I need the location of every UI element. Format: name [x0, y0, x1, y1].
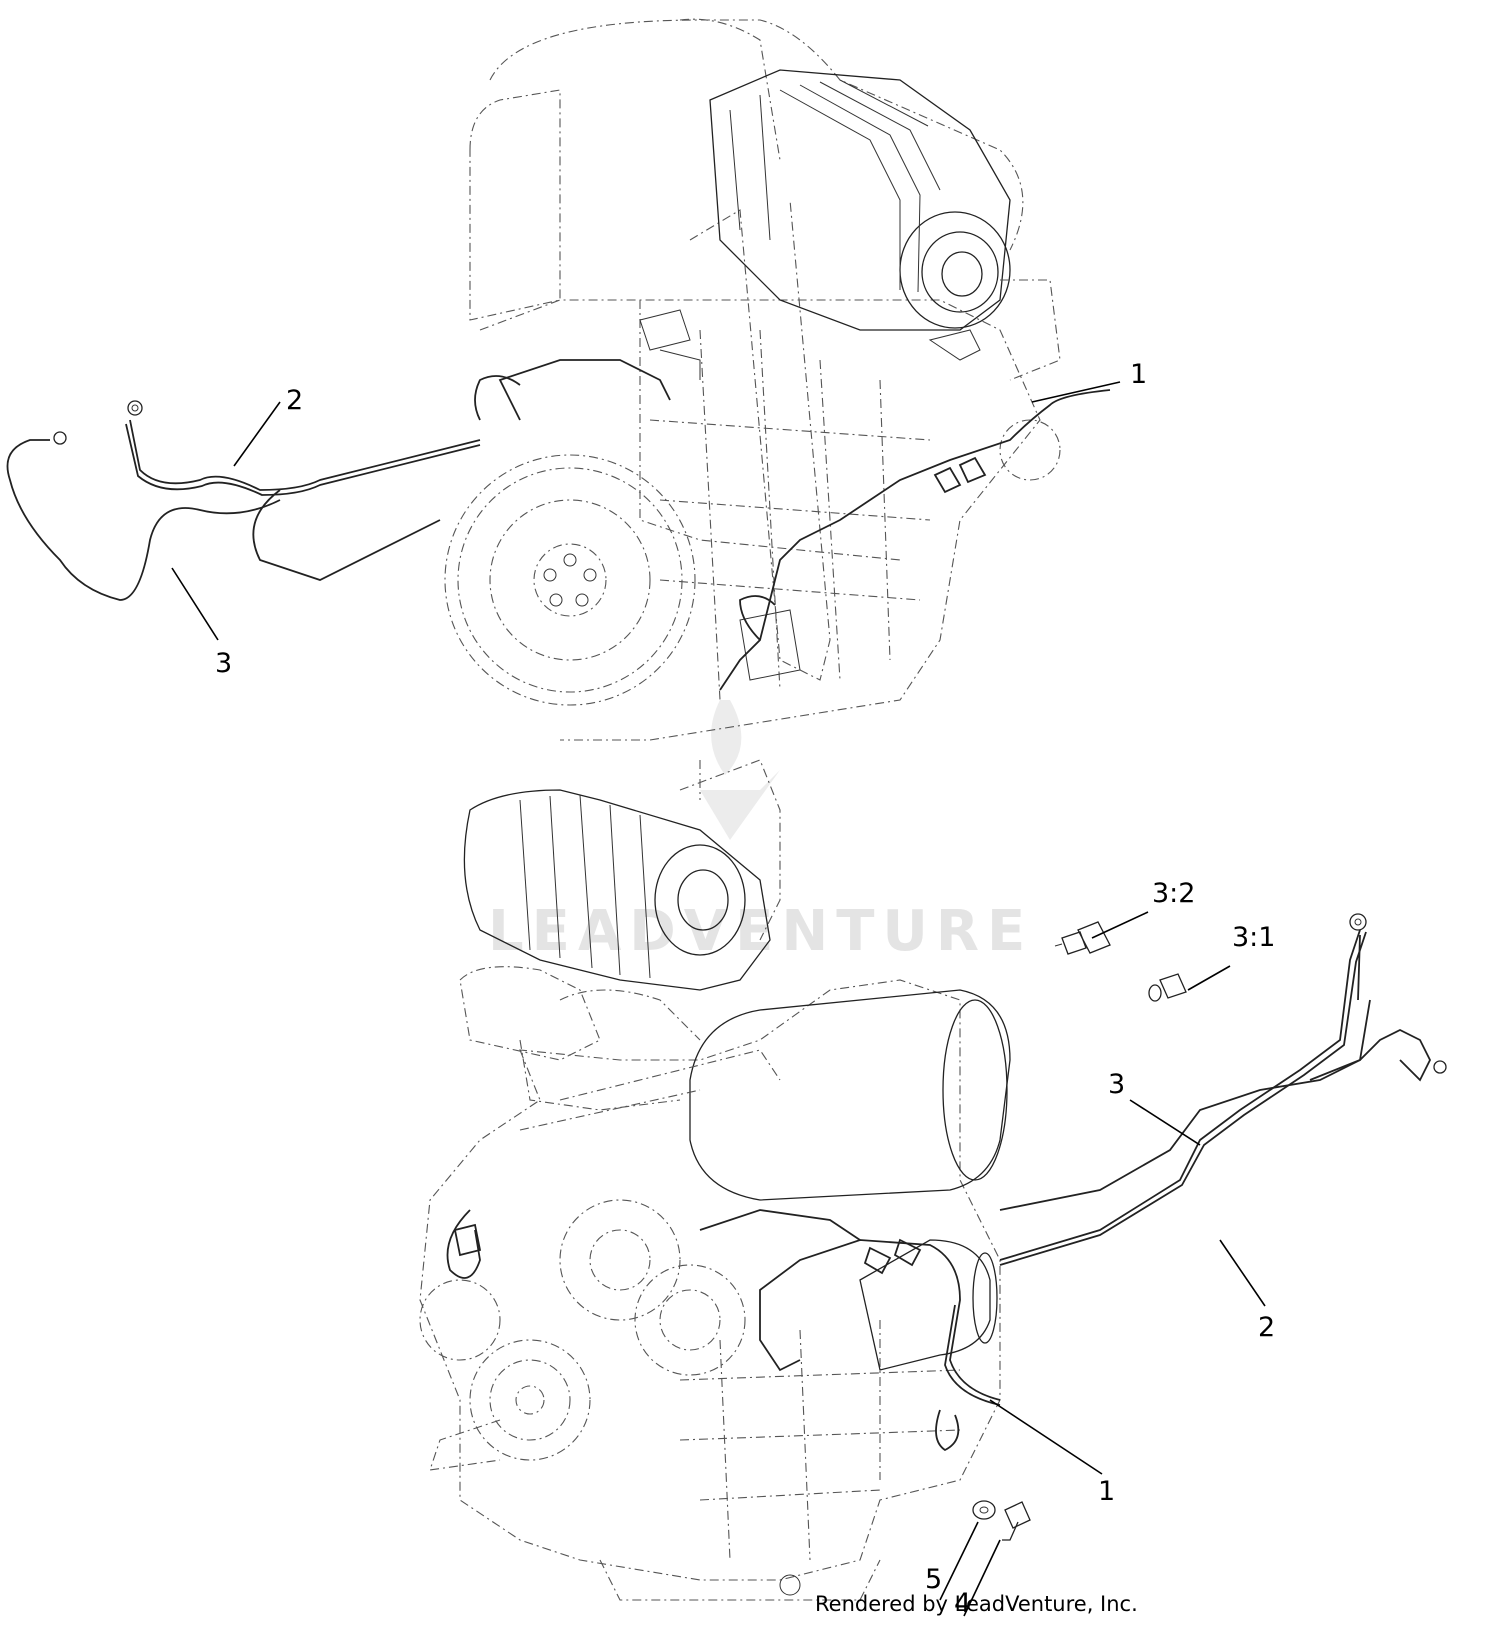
- loose-parts: [972, 921, 1187, 1541]
- watermark: LEADVENTURE: [488, 700, 1033, 964]
- watermark-text: LEADVENTURE: [488, 899, 1033, 964]
- callout-top-1: 1: [1130, 359, 1147, 390]
- top-wire-harness: [6, 359, 1111, 691]
- sensor-3-2-part: [1054, 921, 1111, 955]
- render-credit: Rendered by LeadVenture, Inc.: [815, 1592, 1138, 1616]
- washer-5-part: [972, 1500, 996, 1520]
- callout-bottom-4: 4: [954, 1588, 971, 1619]
- top-callout-leaders: [171, 381, 1121, 641]
- callout-top-3: 3: [215, 648, 232, 679]
- callout-bottom-1: 1: [1098, 1476, 1115, 1507]
- top-engine-illustration: [444, 18, 1061, 741]
- callout-3-1: 3:1: [1232, 922, 1275, 953]
- bottom-wire-harness: [446, 913, 1447, 1452]
- bolt-4-part: [1002, 1501, 1031, 1541]
- sensor-3-1-part: [1148, 973, 1187, 1002]
- callout-bottom-3: 3: [1108, 1069, 1125, 1100]
- callout-3-2: 3:2: [1152, 878, 1195, 909]
- callout-bottom-2: 2: [1258, 1312, 1275, 1343]
- bottom-engine-illustration: [419, 759, 1011, 1601]
- callout-bottom-5: 5: [925, 1564, 942, 1595]
- callout-labels: 1 2 3 3:2 3:1 3 2 1 5 4: [215, 359, 1275, 1619]
- bottom-callout-leaders: [939, 911, 1266, 1617]
- callout-top-2: 2: [286, 385, 303, 416]
